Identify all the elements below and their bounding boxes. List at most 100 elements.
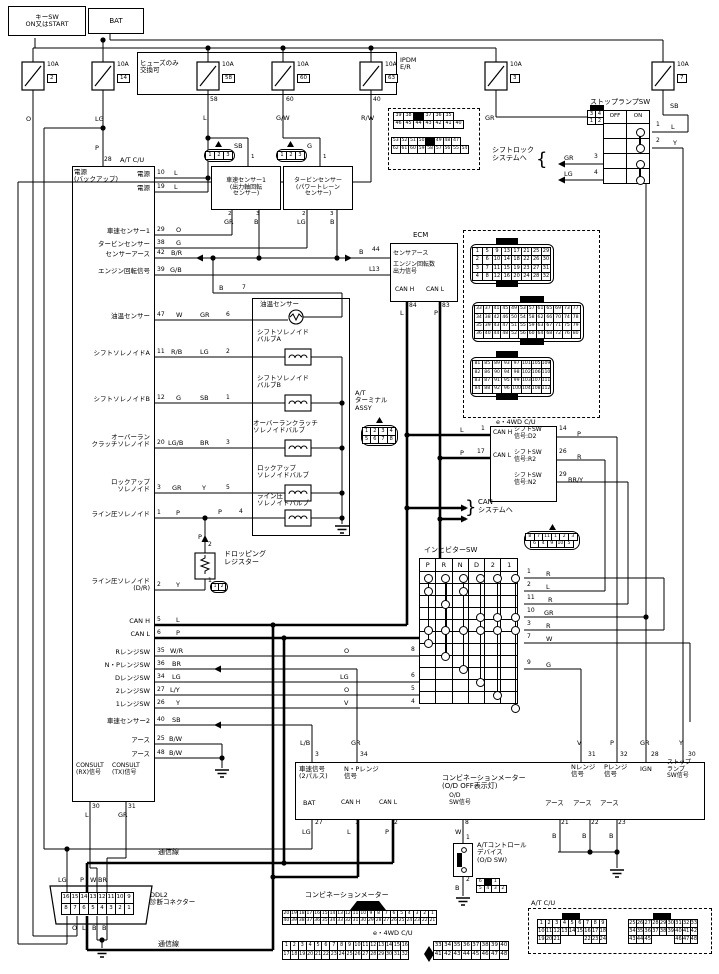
label: シフトSW 信号:R2: [514, 449, 542, 463]
dashed-connector-box: [388, 108, 480, 170]
label: }: [465, 497, 477, 518]
ground-icon: [215, 769, 229, 778]
label: GR: [200, 311, 210, 319]
label: L: [174, 183, 178, 191]
label: シフトSW 信号:D2: [514, 426, 542, 440]
label: ストップランプSW: [590, 98, 651, 106]
label: B: [359, 248, 364, 256]
label: 1レンジSW: [115, 700, 150, 708]
label: CONSULT (TX)信号: [112, 762, 140, 776]
label: 2: [157, 581, 161, 588]
connector-latch: [496, 351, 518, 357]
label: 2レンジSW: [115, 687, 150, 695]
solenoid-coil-icon: [288, 515, 308, 520]
ground-icon: [95, 949, 109, 958]
label: B: [455, 884, 460, 892]
fuse-icon: [487, 65, 505, 87]
label: SB: [234, 142, 243, 150]
direction-arrow-icon: [461, 504, 468, 512]
connector-latch: [562, 913, 580, 919]
inhibitor-cell: [467, 691, 486, 704]
label: タービンセンサー: [98, 240, 150, 248]
label: アース: [600, 799, 619, 807]
direction-arrow-icon: [214, 721, 221, 729]
label: シフトソレノイドB: [93, 395, 150, 403]
label: B: [254, 218, 259, 226]
label: 34: [157, 673, 165, 680]
label: LG: [95, 115, 104, 123]
label: 2: [228, 211, 232, 217]
label: 通信線: [158, 848, 179, 856]
connector-latch: [496, 281, 518, 287]
contact-circle: [476, 613, 486, 622]
inhibitor-cell: [419, 691, 437, 704]
label: 11: [527, 594, 535, 601]
label: G: [176, 239, 182, 247]
label: 84: [409, 302, 417, 309]
direction-arrow-icon: [558, 160, 565, 168]
label: 9: [527, 659, 531, 666]
pin-cell: 48: [689, 935, 699, 944]
label: 電源: [137, 170, 150, 178]
component-box: [72, 166, 155, 802]
label: 5: [226, 484, 230, 491]
label: 44: [372, 246, 380, 253]
pin-cell: 2: [218, 583, 226, 591]
label: LG: [200, 348, 209, 356]
label: CAN H: [493, 429, 513, 436]
fuse-amp-label: 10A: [510, 61, 522, 68]
stop-cell: [603, 168, 627, 184]
pin-cell: 2: [498, 885, 507, 893]
junction-dot: [219, 755, 225, 761]
label: 2: [394, 819, 398, 826]
label: G: [546, 661, 552, 669]
direction-arrow-icon: [214, 665, 221, 673]
label: 32: [620, 751, 628, 758]
label: LG: [302, 828, 311, 836]
label: CAN L: [426, 286, 445, 293]
label: 19: [157, 183, 165, 190]
label: L: [85, 811, 89, 819]
label: L: [347, 828, 351, 836]
label: P: [434, 309, 438, 317]
label: SB: [172, 716, 181, 724]
label: Nレンジ 信号: [571, 763, 596, 779]
label: 3: [157, 484, 161, 491]
label: e・4WD C/U: [373, 929, 413, 937]
dashed-connector-box: [463, 230, 600, 418]
fuse-amp-label: 10A: [297, 61, 309, 68]
fuse-number: 2: [47, 74, 57, 84]
label: N・Pレンジ 信号: [344, 765, 379, 781]
label: BR: [172, 660, 181, 668]
connector-marker-icon: [287, 141, 294, 147]
contact-link-line: [462, 578, 464, 670]
junction-dot: [368, 45, 374, 51]
label: R/B: [171, 348, 183, 356]
label: アース: [131, 736, 150, 744]
connector-marker-icon: [215, 141, 222, 147]
contact-circle: [476, 678, 486, 687]
label: 1: [481, 425, 485, 432]
label: R/W: [361, 114, 375, 122]
label: エンジン回転信号: [98, 267, 150, 275]
label: 7: [527, 633, 531, 640]
solenoid-coil-icon: [288, 490, 308, 495]
label: 31: [128, 803, 136, 810]
junction-dot: [404, 505, 410, 511]
label: N・PレンジSW: [104, 661, 150, 669]
resistor-icon: [199, 555, 211, 574]
label: IGN: [640, 765, 652, 773]
pin-cell: 21: [428, 917, 437, 925]
inhibitor-col-label: 1: [500, 558, 518, 572]
contact-circle: [441, 574, 451, 583]
